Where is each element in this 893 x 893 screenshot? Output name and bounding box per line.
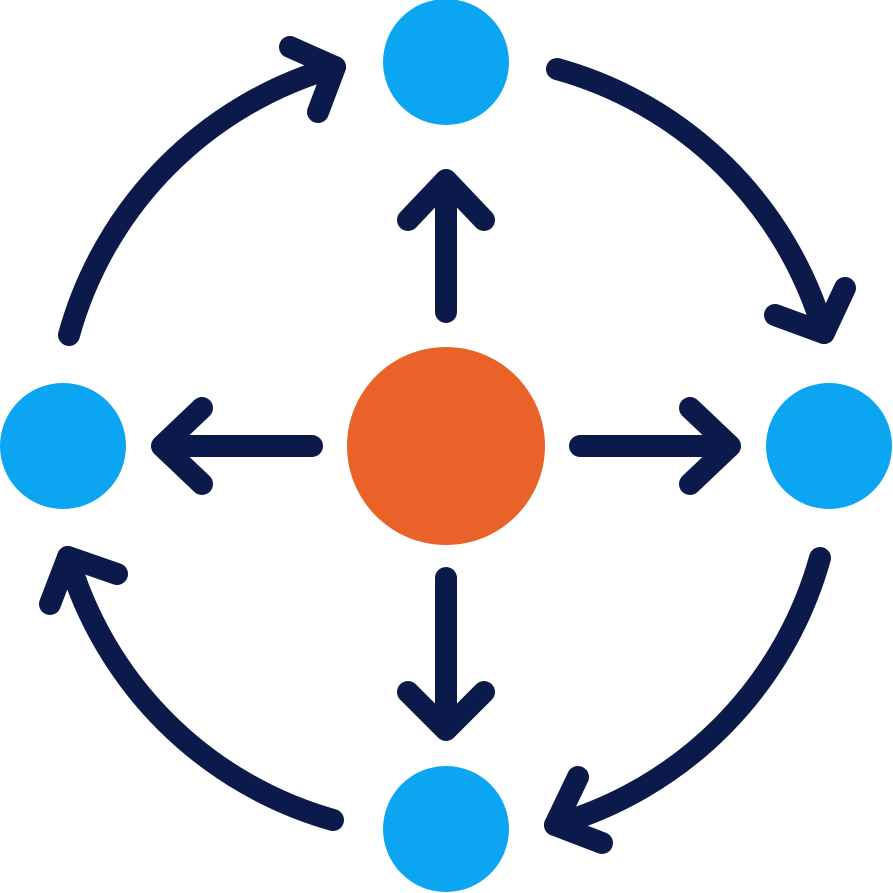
- node-right: [766, 383, 892, 509]
- cycle-arrowhead-bottom: [544, 766, 613, 854]
- node-left: [0, 383, 126, 509]
- cycle-arrow-top-to-right: [546, 58, 835, 344]
- center-hub: [347, 347, 545, 545]
- cycle-arrow-bottom-to-left: [57, 546, 344, 831]
- cycle-arrow-right-to-bottom: [544, 547, 831, 836]
- cycle-arrowhead-left: [39, 546, 128, 615]
- radial-arrowhead-right: [679, 397, 741, 495]
- cycle-arrows: [39, 36, 856, 854]
- radial-arrowhead-left: [151, 397, 213, 495]
- cycle-arrowhead-top: [279, 36, 346, 123]
- radial-arrows: [151, 169, 741, 741]
- radial-arrowhead-up: [397, 169, 495, 231]
- node-bottom: [383, 766, 509, 892]
- cycle-arrow-left-to-top: [58, 56, 346, 346]
- node-top: [383, 0, 509, 125]
- radial-arrowhead-down: [397, 681, 495, 741]
- cycle-arrowhead-right: [764, 277, 856, 344]
